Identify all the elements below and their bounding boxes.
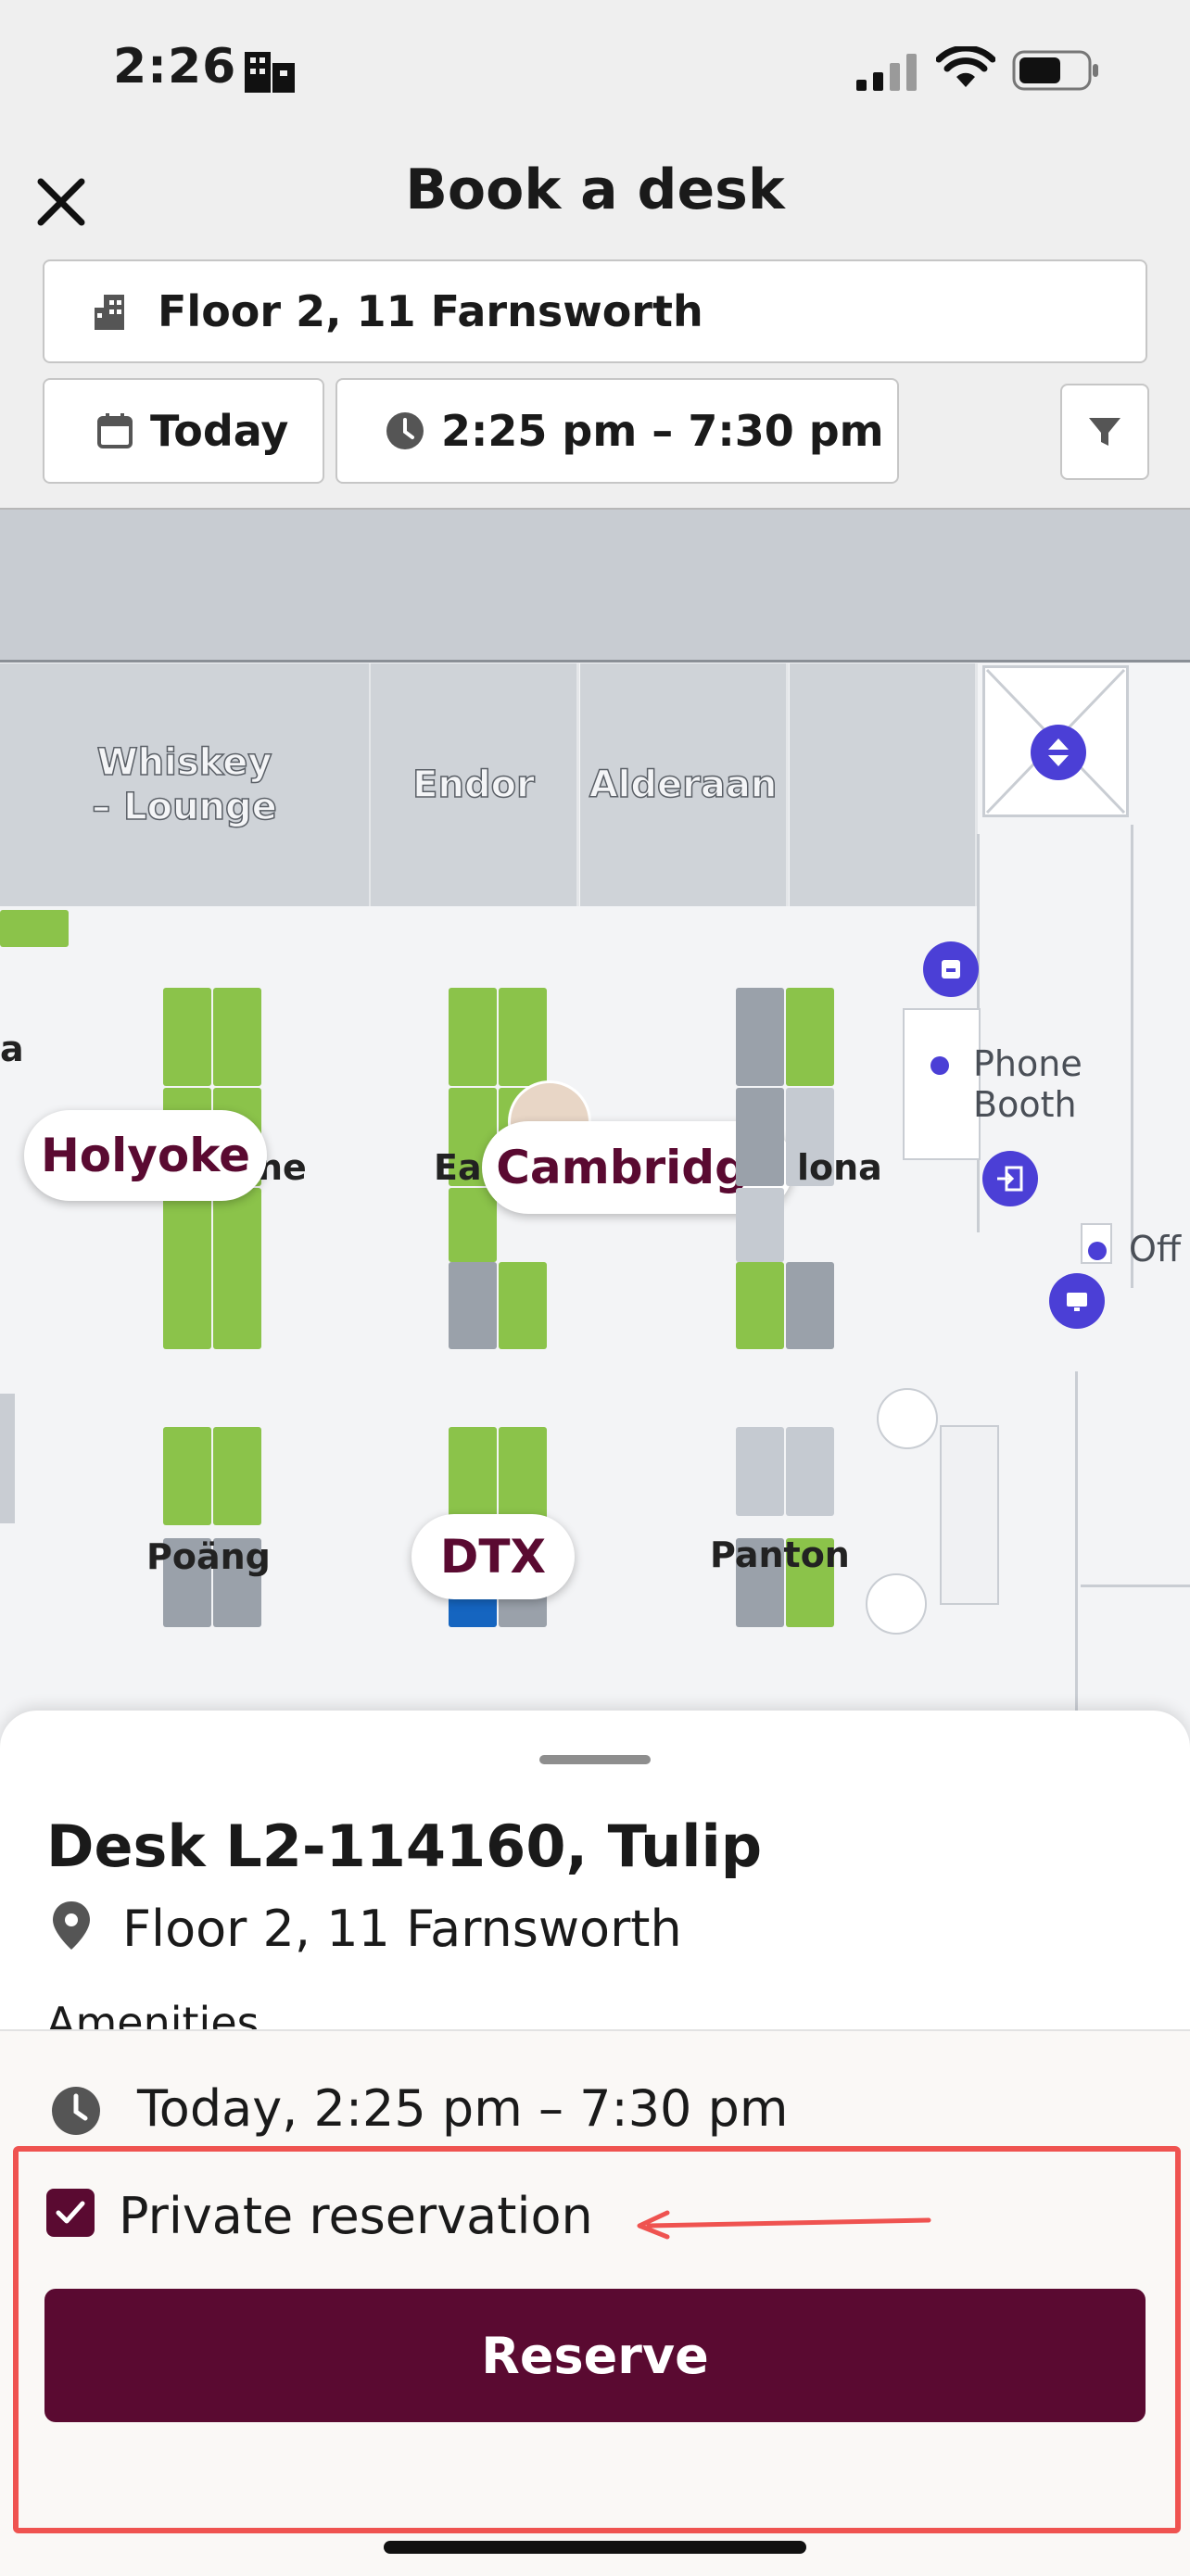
desk-occupied[interactable] bbox=[736, 1538, 784, 1627]
room-endor[interactable]: Endor bbox=[371, 663, 579, 906]
desk[interactable] bbox=[499, 1427, 547, 1525]
calendar-icon bbox=[97, 413, 133, 448]
desk[interactable] bbox=[163, 1260, 211, 1349]
room-label: Alderaan bbox=[589, 763, 778, 807]
office-label: Off bbox=[1129, 1229, 1182, 1269]
status-bar bbox=[0, 0, 1190, 139]
desk[interactable] bbox=[736, 1262, 784, 1349]
phone-booth-label: Phone Booth bbox=[973, 1043, 1082, 1125]
desk-cluster-label: Panton bbox=[710, 1534, 850, 1575]
date-label: Today bbox=[150, 406, 289, 456]
phone-booth-dot bbox=[930, 1056, 949, 1075]
desk-title: Desk L2-114160, Tulip bbox=[46, 1812, 763, 1880]
clock-icon bbox=[386, 412, 424, 449]
desk-location: Floor 2, 11 Farnsworth bbox=[122, 1900, 682, 1958]
desk[interactable] bbox=[449, 988, 497, 1086]
desk[interactable] bbox=[213, 1260, 261, 1349]
room-alderaan[interactable]: Alderaan bbox=[580, 663, 789, 906]
annotation-arrow-icon bbox=[637, 2210, 931, 2240]
neighborhood-bubble-holyoke[interactable]: Holyoke bbox=[24, 1110, 267, 1201]
desk[interactable] bbox=[786, 1538, 834, 1627]
phone-booth-box bbox=[903, 1008, 981, 1160]
location-selector[interactable]: Floor 2, 11 Farnsworth bbox=[43, 259, 1147, 363]
status-time: 2:26 bbox=[113, 39, 237, 95]
desk-occupied[interactable] bbox=[786, 1262, 834, 1349]
room-label: Whiskey – Lounge bbox=[91, 740, 277, 829]
page-title: Book a desk bbox=[405, 158, 785, 222]
date-selector[interactable]: Today bbox=[43, 378, 324, 484]
building-status-icon bbox=[245, 52, 295, 93]
desk-occupied[interactable] bbox=[163, 1538, 211, 1627]
floor-map[interactable]: Whiskey – Lounge Endor Alderaan Phone Bo… bbox=[0, 508, 1190, 1751]
wall bbox=[1131, 825, 1133, 1288]
room-label: Endor bbox=[411, 763, 535, 807]
locker-unit bbox=[940, 1425, 999, 1605]
desk[interactable] bbox=[499, 1262, 547, 1349]
battery-icon bbox=[1012, 50, 1098, 91]
wall bbox=[1081, 1585, 1190, 1587]
desk-cluster-label: Poäng bbox=[146, 1536, 271, 1577]
clock-icon bbox=[52, 2087, 100, 2135]
desk[interactable] bbox=[499, 988, 547, 1086]
desk[interactable] bbox=[449, 1427, 497, 1525]
filter-button[interactable] bbox=[1060, 384, 1149, 480]
room-unlabeled bbox=[790, 663, 978, 906]
wall bbox=[1075, 1371, 1078, 1751]
desk[interactable] bbox=[163, 988, 211, 1086]
close-icon[interactable] bbox=[32, 172, 91, 232]
desk-occupied[interactable] bbox=[736, 1088, 784, 1186]
printer-icon[interactable] bbox=[923, 941, 979, 997]
location-label: Floor 2, 11 Farnsworth bbox=[158, 286, 703, 336]
checkbox-check-icon bbox=[56, 2201, 85, 2224]
wall bbox=[0, 1394, 15, 1523]
time-selector[interactable]: 2:25 pm – 7:30 pm bbox=[335, 378, 899, 484]
desk-occupied[interactable] bbox=[213, 1538, 261, 1627]
signal-icon bbox=[856, 54, 917, 91]
desk[interactable] bbox=[449, 1188, 497, 1262]
desk[interactable] bbox=[0, 910, 69, 947]
desk-occupied[interactable] bbox=[736, 988, 784, 1086]
reservation-time: Today, 2:25 pm – 7:30 pm bbox=[137, 2079, 789, 2138]
building-icon bbox=[95, 295, 124, 330]
desk-occupied[interactable] bbox=[449, 1262, 497, 1349]
elevator-icon[interactable] bbox=[1031, 725, 1086, 780]
desk-cluster-label: Ea bbox=[434, 1147, 482, 1188]
desk-unavailable[interactable] bbox=[736, 1427, 784, 1516]
desk[interactable] bbox=[786, 988, 834, 1086]
reserve-button[interactable]: Reserve bbox=[44, 2289, 1146, 2422]
desk[interactable] bbox=[163, 1427, 211, 1525]
desk-cluster-label: a bbox=[0, 1029, 24, 1069]
private-reservation-label[interactable]: Private reservation bbox=[119, 2187, 593, 2245]
map-pin-icon bbox=[53, 1901, 90, 1950]
private-reservation-checkbox[interactable] bbox=[46, 2189, 95, 2237]
wifi-icon bbox=[936, 46, 995, 87]
display-icon[interactable] bbox=[1049, 1273, 1105, 1329]
desk-unavailable[interactable] bbox=[786, 1088, 834, 1186]
desk-unavailable[interactable] bbox=[786, 1427, 834, 1516]
round-table bbox=[866, 1573, 927, 1635]
annotation-highlight-box bbox=[13, 2146, 1181, 2533]
home-indicator bbox=[384, 2541, 806, 2554]
sheet-drag-handle[interactable] bbox=[539, 1755, 651, 1764]
office-dot bbox=[1088, 1242, 1107, 1260]
time-range-label: 2:25 pm – 7:30 pm bbox=[441, 406, 884, 456]
amenities-heading: Amenities bbox=[46, 1998, 260, 2035]
exit-icon[interactable] bbox=[982, 1151, 1038, 1206]
desk-unavailable[interactable] bbox=[736, 1188, 784, 1262]
room-whiskey-lounge[interactable]: Whiskey – Lounge bbox=[0, 663, 372, 906]
neighborhood-bubble-dtx[interactable]: DTX bbox=[411, 1514, 575, 1599]
map-building-band bbox=[0, 510, 1190, 663]
desk[interactable] bbox=[213, 988, 261, 1086]
round-table bbox=[877, 1388, 938, 1449]
desk[interactable] bbox=[213, 1427, 261, 1525]
desk-cluster-label: lona bbox=[797, 1147, 882, 1188]
filter-icon bbox=[1089, 418, 1120, 446]
